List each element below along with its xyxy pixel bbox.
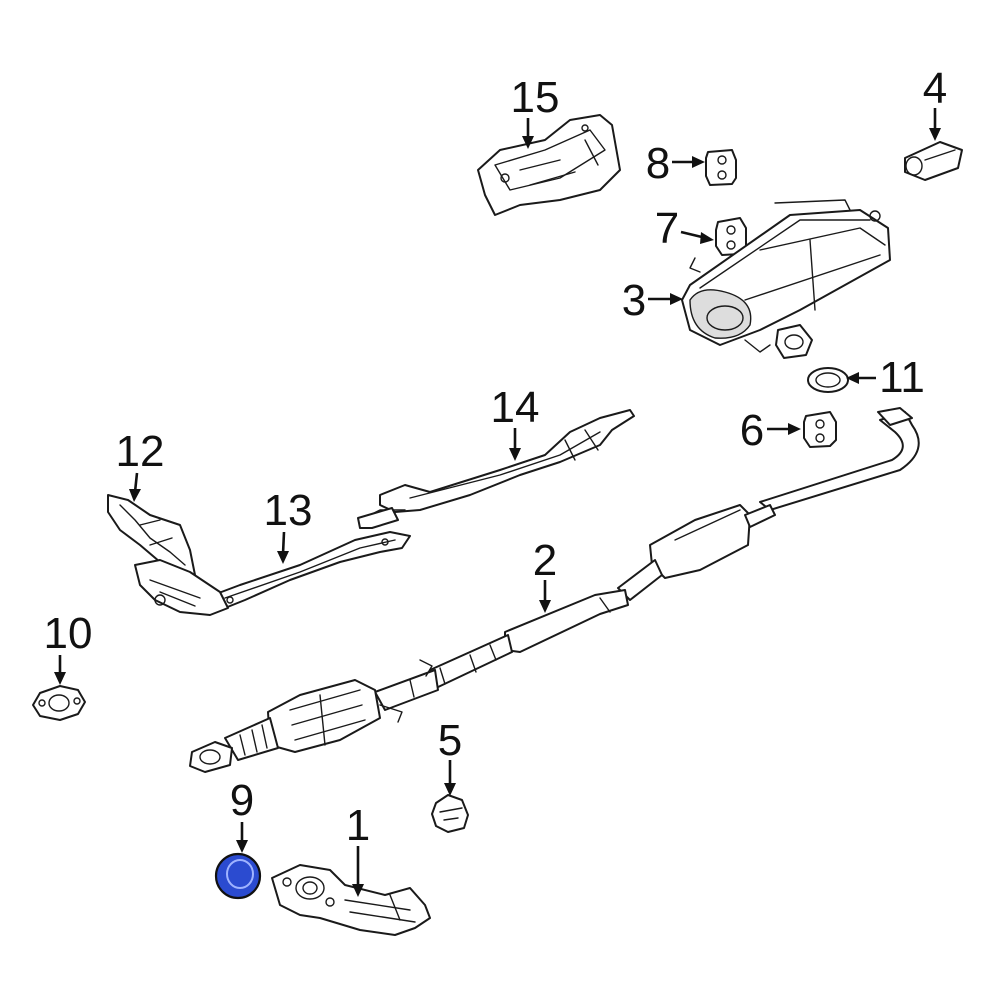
part-3-muffler[interactable]: [681, 199, 891, 359]
callout-label-8: 8: [646, 139, 670, 188]
callout-label-10: 10: [44, 609, 93, 658]
part-11-gasket[interactable]: [807, 367, 849, 393]
part-15-heat-shield[interactable]: [477, 114, 621, 216]
callout-9: 9: [230, 776, 254, 853]
callout-11: 11: [846, 353, 925, 402]
callout-3: 3: [622, 276, 683, 325]
callout-label-12: 12: [116, 427, 165, 476]
part-13-heat-shield[interactable]: [199, 531, 411, 613]
callout-label-4: 4: [923, 64, 947, 113]
part-12-bracket[interactable]: [107, 494, 229, 616]
callout-2: 2: [533, 536, 557, 613]
callout-10: 10: [44, 609, 93, 685]
callout-4: 4: [923, 64, 947, 141]
callout-label-9: 9: [230, 776, 254, 825]
callout-label-6: 6: [740, 406, 764, 455]
part-6-hanger[interactable]: [803, 411, 837, 448]
callout-13: 13: [264, 486, 313, 564]
part-1-front-pipe[interactable]: [271, 864, 431, 936]
callout-label-7: 7: [655, 204, 679, 253]
callout-label-3: 3: [622, 276, 646, 325]
callout-label-2: 2: [533, 536, 557, 585]
callout-12: 12: [116, 427, 165, 502]
callout-label-5: 5: [438, 716, 462, 765]
part-8-hanger[interactable]: [705, 149, 737, 186]
part-2-exhaust-pipe[interactable]: [189, 407, 920, 773]
part-5-hanger[interactable]: [431, 794, 469, 833]
callout-14: 14: [491, 383, 540, 461]
part-10-gasket[interactable]: [32, 685, 86, 721]
callout-6: 6: [740, 406, 801, 455]
part-14-heat-shield[interactable]: [357, 409, 635, 529]
part-4-exhaust-tip[interactable]: [904, 141, 963, 181]
callout-label-11: 11: [879, 353, 925, 402]
callout-7: 7: [655, 204, 714, 253]
callout-5: 5: [438, 716, 462, 796]
callout-label-15: 15: [511, 73, 560, 122]
callout-1: 1: [346, 801, 370, 897]
callout-label-13: 13: [264, 486, 313, 535]
callout-label-1: 1: [346, 801, 370, 850]
part-9-gasket-highlighted[interactable]: [214, 852, 262, 900]
callout-label-14: 14: [491, 383, 540, 432]
callout-15: 15: [511, 73, 560, 149]
callout-8: 8: [646, 139, 705, 188]
